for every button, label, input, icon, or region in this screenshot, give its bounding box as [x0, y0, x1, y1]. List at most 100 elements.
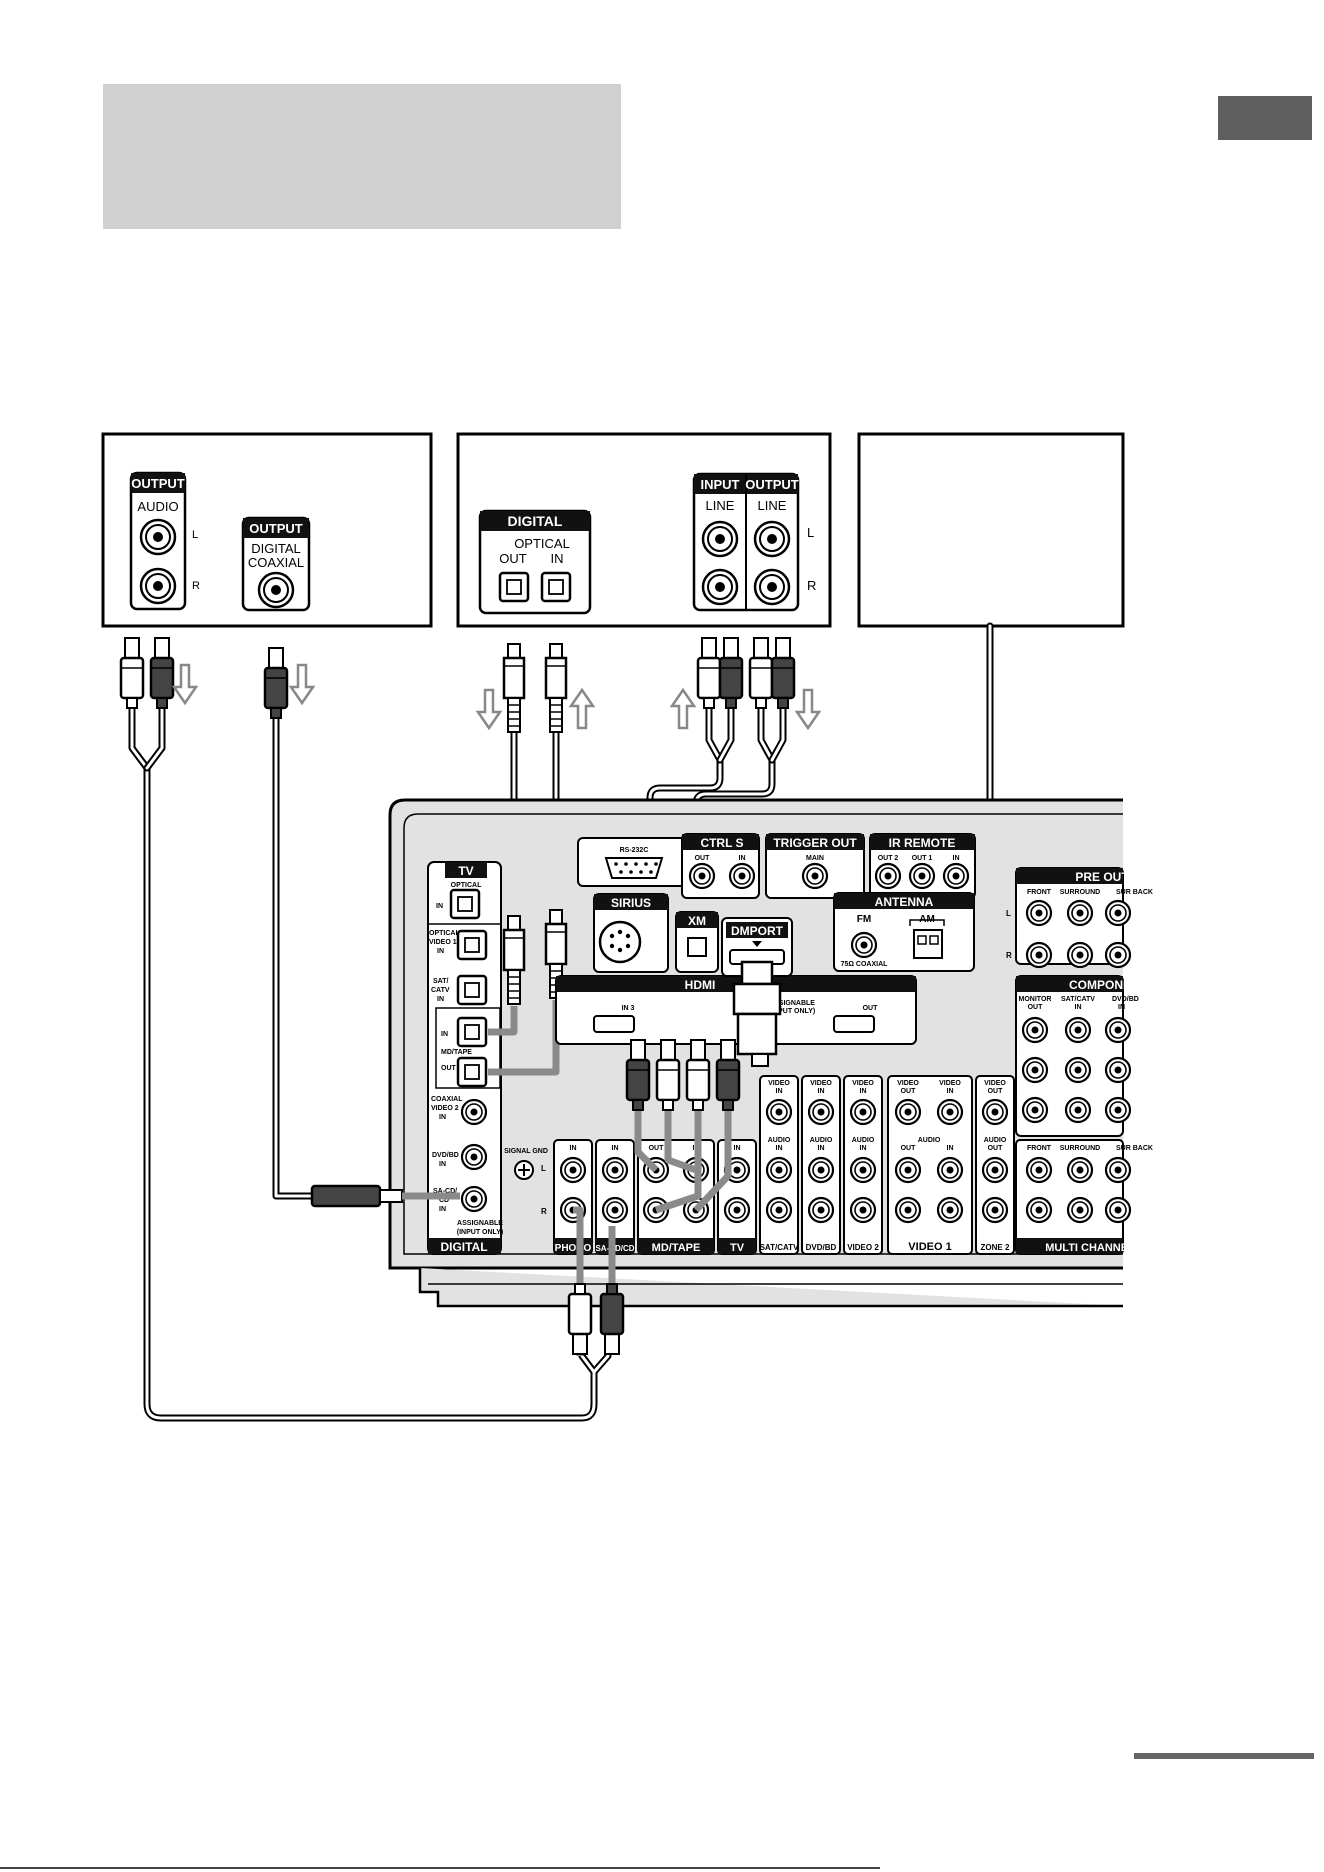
video-in-label: IN [947, 1088, 954, 1095]
xm-port[interactable] [687, 937, 707, 957]
zone2-audio-r-jack[interactable] [981, 1196, 1009, 1224]
dvd-bd-coax-jack[interactable] [460, 1143, 488, 1171]
pre-surround-label: SURROUND [1060, 889, 1100, 896]
sat-audio-r-jack[interactable] [765, 1196, 793, 1224]
dvd-audio-r-jack[interactable] [807, 1196, 835, 1224]
ctrl-s-in-jack[interactable] [728, 862, 756, 890]
component-jack[interactable] [1064, 1016, 1092, 1044]
multi-ch-jack[interactable] [1104, 1196, 1132, 1224]
tv-audio-r-jack[interactable] [723, 1196, 751, 1224]
assignable-label: (INPUT ONLY) [457, 1229, 503, 1236]
video2-audio-r-jack[interactable] [849, 1196, 877, 1224]
bank-l-label: L [541, 1164, 546, 1173]
zone2-audio-l-jack[interactable] [981, 1156, 1009, 1184]
rca-plug-red [770, 636, 796, 710]
component-jack[interactable] [1021, 1096, 1049, 1124]
signal-arrow-down-icon [172, 663, 198, 705]
signal-gnd-terminal[interactable] [514, 1160, 534, 1180]
component-jack[interactable] [1104, 1056, 1132, 1084]
antenna-label: ANTENNA [875, 895, 934, 909]
pre-out-surback-r-jack[interactable] [1104, 941, 1132, 969]
audio-r-jack[interactable] [139, 567, 177, 605]
dvd-video-jack[interactable] [807, 1098, 835, 1126]
sat-audio-l-jack[interactable] [765, 1156, 793, 1184]
tv-optical-label: OPTICAL [451, 882, 482, 889]
pre-l-label: L [1006, 909, 1011, 918]
digital-coaxial-jack[interactable] [257, 571, 295, 609]
pre-out-front-r-jack[interactable] [1025, 941, 1053, 969]
component-jack[interactable] [1064, 1096, 1092, 1124]
sirius-port[interactable] [598, 920, 642, 964]
hdmi-out-port[interactable] [833, 1015, 875, 1033]
component-jack[interactable] [1104, 1096, 1132, 1124]
ir-out1-jack[interactable] [908, 862, 936, 890]
multi-ch-jack[interactable] [1066, 1196, 1094, 1224]
ir-in-jack[interactable] [942, 862, 970, 890]
ctrl-s-label: CTRL S [700, 836, 743, 850]
video1-audio-out-l-jack[interactable] [894, 1156, 922, 1184]
sat-catv-label: SAT/ [433, 978, 448, 985]
fm-antenna-jack[interactable] [850, 931, 878, 959]
video1-audio-out-r-jack[interactable] [894, 1196, 922, 1224]
multi-ch-jack[interactable] [1025, 1156, 1053, 1184]
video2-video-jack[interactable] [849, 1098, 877, 1126]
pre-out-surround-l-jack[interactable] [1066, 899, 1094, 927]
line-in-r-jack[interactable] [701, 568, 739, 606]
optical-video1-port[interactable] [456, 929, 488, 961]
video-in-label: VIDEO [939, 1080, 961, 1087]
video1-video-out-jack[interactable] [894, 1098, 922, 1126]
multi-ch-jack[interactable] [1025, 1196, 1053, 1224]
ir-out2-jack[interactable] [874, 862, 902, 890]
optical-in-port[interactable] [540, 571, 572, 603]
phono-l-jack[interactable] [559, 1156, 587, 1184]
optical-in-label: IN [551, 551, 564, 566]
md-tape-optical-in-port[interactable] [456, 1016, 488, 1048]
sat-catv-optical-port[interactable] [456, 974, 488, 1006]
comp-dvd-label: DVD/BD [1112, 996, 1139, 1003]
pre-out-surround-r-jack[interactable] [1066, 941, 1094, 969]
coaxial-video2-jack[interactable] [460, 1098, 488, 1126]
audio-in-label: IN [818, 1145, 825, 1152]
video1-audio-in-r-jack[interactable] [936, 1196, 964, 1224]
component-jack[interactable] [1104, 1016, 1132, 1044]
coaxial-video2-label: COAXIAL [431, 1096, 463, 1103]
tv-optical-port[interactable] [449, 888, 481, 920]
audio-out-label: OUT [988, 1145, 1004, 1152]
component-jack[interactable] [1021, 1056, 1049, 1084]
audio-l-jack[interactable] [139, 518, 177, 556]
digital-coaxial-line1: DIGITAL [251, 541, 301, 556]
hdmi-in3-port[interactable] [593, 1015, 635, 1033]
video2-audio-l-jack[interactable] [849, 1156, 877, 1184]
md-tape-optical-out-port[interactable] [456, 1056, 488, 1088]
line-out-l-jack[interactable] [753, 520, 791, 558]
video-out-label: VIDEO [984, 1080, 1006, 1087]
dvd-audio-l-jack[interactable] [807, 1156, 835, 1184]
zone2-video-out-jack[interactable] [981, 1098, 1009, 1126]
component-jack[interactable] [1064, 1056, 1092, 1084]
multi-ch-jack[interactable] [1104, 1156, 1132, 1184]
optical-plug [544, 642, 568, 734]
component-jack[interactable] [1021, 1016, 1049, 1044]
optical-video1-label: OPTICAL [429, 930, 460, 937]
pre-out-front-l-jack[interactable] [1025, 899, 1053, 927]
dvd-bd-label: IN [439, 1161, 446, 1168]
line-out-r-jack[interactable] [753, 568, 791, 606]
sa-cd-coax-jack[interactable] [460, 1185, 488, 1213]
pre-out-surback-l-jack[interactable] [1104, 899, 1132, 927]
fm-label: FM [857, 914, 871, 925]
multi-ch-jack[interactable] [1066, 1156, 1094, 1184]
ctrl-s-out-jack[interactable] [688, 862, 716, 890]
sacd-r-jack[interactable] [601, 1196, 629, 1224]
tv-bank-label: TV [730, 1242, 745, 1254]
line-in-l-jack[interactable] [701, 520, 739, 558]
coax-plug [263, 646, 289, 720]
sacd-l-jack[interactable] [601, 1156, 629, 1184]
sat-video-jack[interactable] [765, 1098, 793, 1126]
signal-arrow-up-icon [569, 688, 595, 730]
optical-out-port[interactable] [498, 571, 530, 603]
video1-video-in-jack[interactable] [936, 1098, 964, 1126]
video2-bank: VIDEO IN AUDIO IN VIDEO 2 [843, 1075, 883, 1255]
video1-audio-in-l-jack[interactable] [936, 1156, 964, 1184]
trigger-out-jack[interactable] [801, 862, 829, 890]
